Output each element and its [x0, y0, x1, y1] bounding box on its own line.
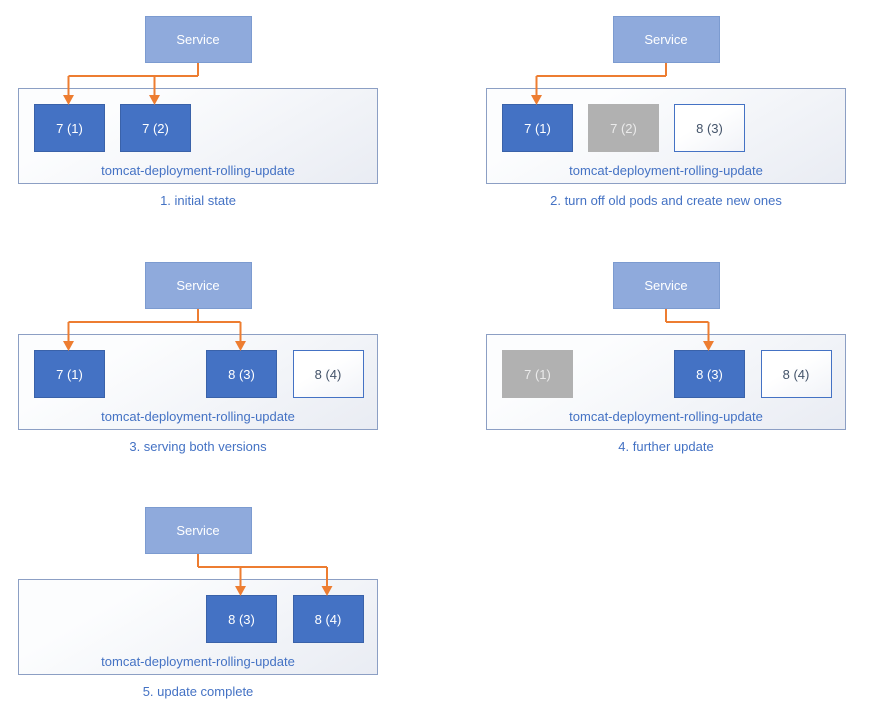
- pod-active: 8 (3): [206, 595, 277, 643]
- panel-caption: 3. serving both versions: [129, 439, 267, 454]
- service-box: Service: [612, 16, 720, 63]
- service-label: Service: [644, 278, 688, 293]
- panel-caption: 2. turn off old pods and create new ones: [550, 193, 782, 208]
- service-label: Service: [176, 278, 220, 293]
- pod-active: 7 (1): [34, 104, 105, 152]
- deployment-label: tomcat-deployment-rolling-update: [101, 654, 295, 669]
- panel-caption: 1. initial state: [160, 193, 236, 208]
- deployment-label: tomcat-deployment-rolling-update: [569, 409, 763, 424]
- panel-caption: 5. update complete: [142, 684, 254, 699]
- deployment-label: tomcat-deployment-rolling-update: [101, 163, 295, 178]
- panel-5: Service tomcat-deployment-rolling-update…: [0, 480, 435, 718]
- pod-active: 7 (1): [34, 350, 105, 398]
- service-box: Service: [144, 16, 252, 63]
- panel-4: Service tomcat-deployment-rolling-update…: [435, 240, 870, 480]
- deployment-box: tomcat-deployment-rolling-update 7 (1) 8 …: [18, 334, 378, 430]
- service-label: Service: [176, 32, 220, 47]
- pod-active: 7 (2): [120, 104, 191, 152]
- deployment-box: tomcat-deployment-rolling-update 8 (3) 8 …: [18, 579, 378, 675]
- deployment-box: tomcat-deployment-rolling-update 7 (1) 7 …: [18, 88, 378, 184]
- pod-new: 8 (3): [674, 104, 745, 152]
- service-label: Service: [644, 32, 688, 47]
- pod-active: 8 (3): [206, 350, 277, 398]
- panel-1: Service tomcat-deployment-rolling-update…: [0, 0, 435, 240]
- pod-stopped: 7 (1): [502, 350, 573, 398]
- deployment-label: tomcat-deployment-rolling-update: [101, 409, 295, 424]
- deployment-box: tomcat-deployment-rolling-update 7 (1) 7 …: [486, 88, 846, 184]
- pod-active: 8 (3): [674, 350, 745, 398]
- panel-2: Service tomcat-deployment-rolling-update…: [435, 0, 870, 240]
- service-box: Service: [144, 507, 252, 554]
- panel-3: Service tomcat-deployment-rolling-update…: [0, 240, 435, 480]
- service-box: Service: [144, 262, 252, 309]
- service-label: Service: [176, 523, 220, 538]
- deployment-label: tomcat-deployment-rolling-update: [569, 163, 763, 178]
- service-box: Service: [612, 262, 720, 309]
- deployment-box: tomcat-deployment-rolling-update 7 (1) 8 …: [486, 334, 846, 430]
- panel-caption: 4. further update: [618, 439, 714, 454]
- pod-active: 8 (4): [292, 595, 364, 643]
- pod-new: 8 (4): [760, 350, 832, 398]
- pod-new: 8 (4): [292, 350, 364, 398]
- pod-stopped: 7 (2): [588, 104, 659, 152]
- pod-active: 7 (1): [502, 104, 573, 152]
